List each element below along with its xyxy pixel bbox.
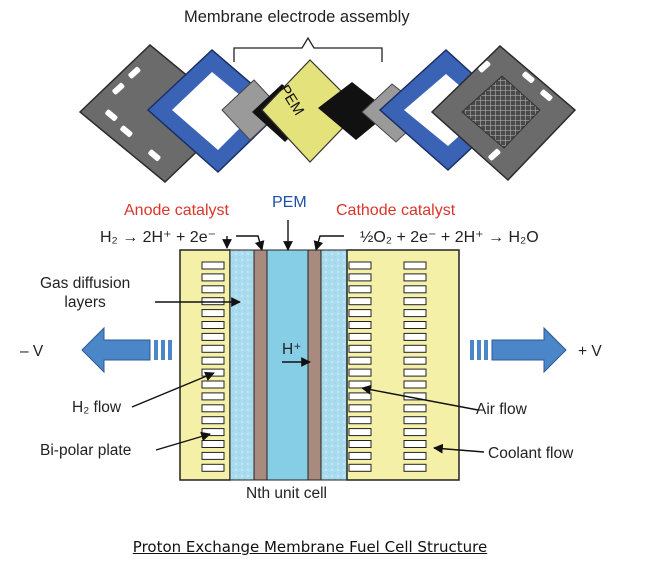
flow-channel-slot [201, 380, 225, 389]
flow-channel-slot [403, 368, 427, 377]
flow-channel-slot [348, 297, 372, 306]
pem-label: PEM [272, 194, 307, 211]
cathode-gas-diffusion-layer [320, 249, 348, 481]
flow-channel-slot [348, 332, 372, 341]
flow-channel-slot [403, 463, 427, 472]
flow-channel-slot [403, 344, 427, 353]
flow-channel-slot [348, 463, 372, 472]
flow-channel-slot [403, 273, 427, 282]
flow-channel-slot [201, 261, 225, 270]
flow-channel-slot [403, 297, 427, 306]
flow-channel-slot [348, 344, 372, 353]
cell-cross-section [179, 249, 460, 481]
mea-label: Membrane electrode assembly [184, 8, 410, 26]
proton-label: H⁺ [282, 341, 302, 358]
flow-channel-slot [201, 428, 225, 437]
coolant-flow-label: Coolant flow [488, 445, 574, 462]
flow-channel-slot [403, 332, 427, 341]
flow-channel-slot [348, 451, 372, 460]
flow-channel-slot [201, 285, 225, 294]
flow-channel-slot [348, 440, 372, 448]
negative-voltage-label: – V [20, 343, 44, 360]
flow-channel-slot [403, 309, 427, 318]
right-end-plate [430, 44, 577, 182]
flow-channel-slot [348, 368, 372, 377]
flow-channel-slot [348, 273, 372, 282]
flow-channel-slot [348, 404, 372, 413]
cathode-reaction: ½O₂ + 2e⁻ + 2H⁺ → H₂O [360, 229, 539, 246]
positive-terminal-arrow [470, 326, 567, 374]
gas-diffusion-label: Gas diffusion layers [40, 275, 131, 311]
figure-caption: Proton Exchange Membrane Fuel Cell Struc… [132, 538, 488, 556]
flow-channel-slot [201, 309, 225, 318]
flow-channel-slot [403, 356, 427, 365]
flow-channel-slot [201, 321, 225, 329]
bipolar-plate-label: Bi-polar plate [40, 442, 132, 459]
exploded-assembly [78, 36, 577, 184]
air-flow-label: Air flow [476, 401, 527, 418]
right-flow-channels [348, 261, 427, 472]
flow-channel-slot [403, 440, 427, 448]
flow-channel-slot [201, 416, 225, 425]
flow-channel-slot [403, 380, 427, 389]
flow-channel-slot [201, 440, 225, 448]
flow-channel-slot [201, 273, 225, 282]
cathode-electrode [318, 82, 390, 140]
flow-channel-slot [403, 416, 427, 425]
leader-lines [131, 220, 485, 454]
flow-channel-slot [201, 463, 225, 472]
flow-channel-slot [348, 380, 372, 389]
positive-voltage-label: + V [578, 343, 602, 360]
flow-channel-slot [403, 404, 427, 413]
flow-channel-slot [348, 392, 372, 401]
cathode-catalyst-layer [307, 249, 322, 481]
pem-membrane [266, 249, 309, 481]
flow-channel-slot [201, 392, 225, 401]
flow-channel-slot [348, 261, 372, 270]
anode-catalyst-label: Anode catalyst [124, 202, 229, 219]
cathode-catalyst-label: Cathode catalyst [336, 202, 456, 219]
mea-brace [233, 36, 383, 62]
flow-channel-slot [348, 356, 372, 365]
anode-reaction: H₂ → 2H⁺ + 2e⁻ [100, 229, 217, 246]
flow-channel-slot [201, 356, 225, 365]
flow-channel-slot [348, 309, 372, 318]
flow-channel-slot [201, 344, 225, 353]
flow-channel-slot [403, 285, 427, 294]
h2-flow-label: H₂ flow [72, 399, 122, 416]
flow-channel-slot [201, 404, 225, 413]
nth-unit-cell-label: Nth unit cell [246, 485, 327, 502]
flow-channel-slot [348, 416, 372, 425]
flow-channel-slot [201, 332, 225, 341]
flow-channel-slot [348, 321, 372, 329]
negative-terminal-arrow [81, 326, 172, 374]
flow-channel-slot [201, 297, 225, 306]
flow-channel-slot [201, 368, 225, 377]
anode-gas-diffusion-layer [229, 249, 255, 481]
flow-channel-slot [403, 321, 427, 329]
anode-catalyst-layer [253, 249, 268, 481]
flow-channel-slot [201, 451, 225, 460]
flow-channel-slot [348, 428, 372, 437]
flow-channel-slot [403, 261, 427, 270]
flow-channel-slot [348, 285, 372, 294]
flow-channel-slot [403, 451, 427, 460]
flow-channel-slot [403, 428, 427, 437]
